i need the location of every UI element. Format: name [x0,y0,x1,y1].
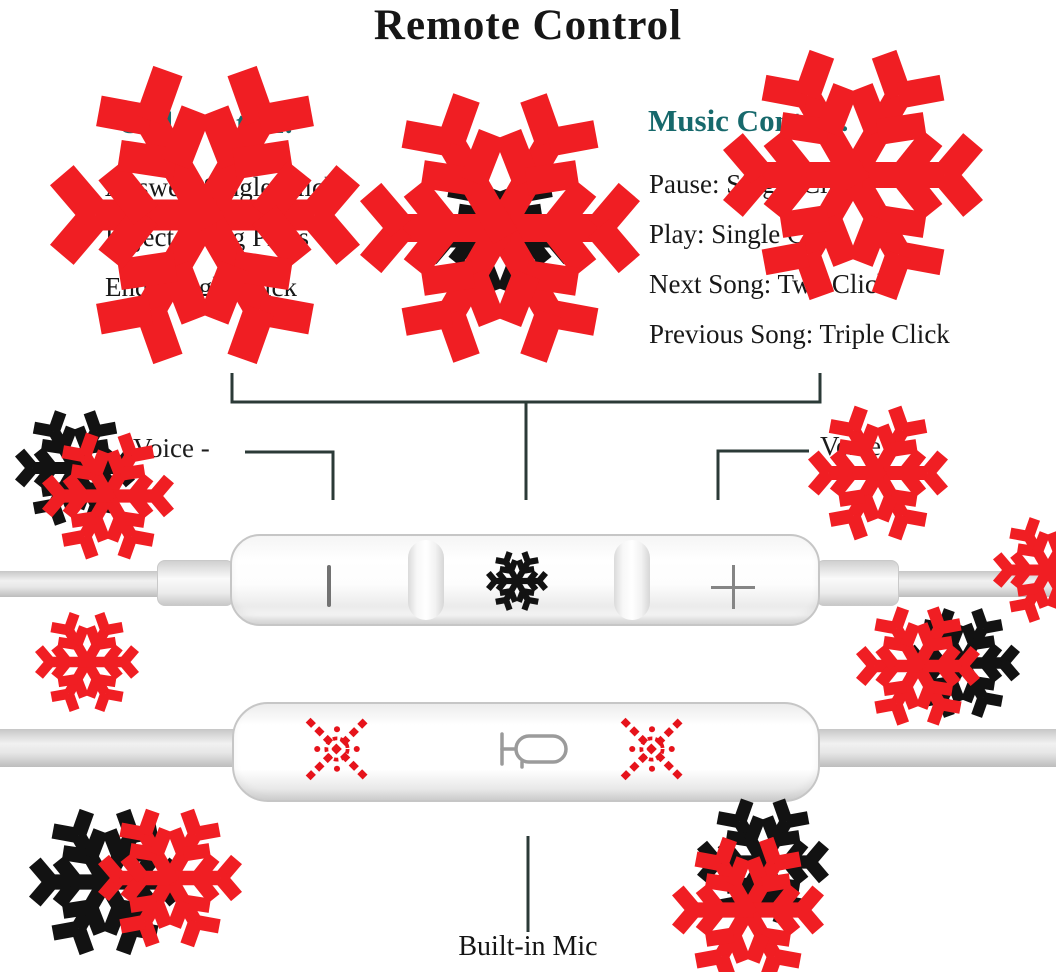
snowflake-icon [35,610,139,714]
volume-up-mark [711,565,755,609]
snowflake-icon [856,604,980,728]
built-in-mic-label: Built-in Mic [458,931,598,962]
music-item: Previous Song: Triple Click [649,319,950,349]
button-divider [408,540,444,620]
cable-left [0,729,238,767]
snowflake-icon [42,430,174,562]
button-divider [614,540,650,620]
cable-collar [816,560,899,606]
snowflake-icon [98,806,242,950]
snowflake-icon [360,88,640,368]
snowflake-icon [50,60,360,370]
snowflake-icon [672,834,824,972]
mic-remote-body [232,702,820,802]
snowflake-icon [808,403,948,543]
cable-right [816,729,1056,767]
microphone-icon [500,732,568,769]
cable-left [0,571,162,597]
snowflake-icon [486,550,548,612]
lace-snowflake-icon [614,711,690,787]
page-title: Remote Control [373,2,683,49]
snowflake-icon [723,45,983,305]
lace-snowflake-icon [299,711,375,787]
volume-down-mark [327,565,331,607]
cable-collar [157,560,234,606]
